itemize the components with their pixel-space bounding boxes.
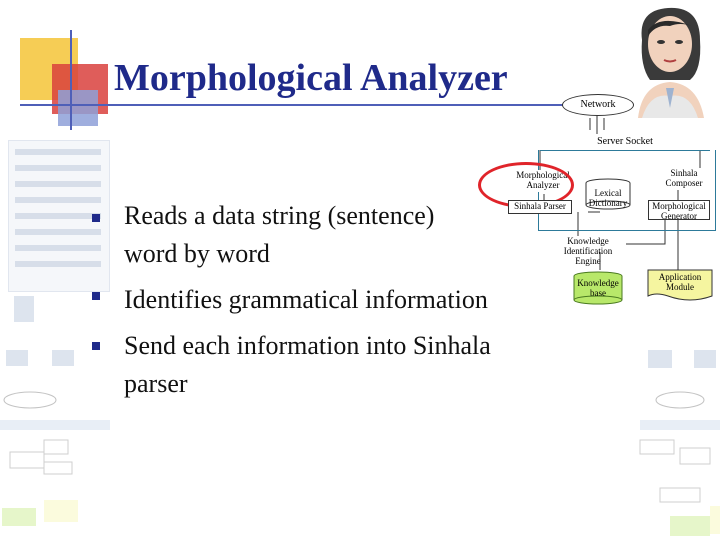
bullet-text: Identifies grammatical information	[124, 285, 488, 314]
application-module-label: Application Module	[658, 272, 702, 292]
background-row	[15, 165, 101, 171]
slide-title: Morphological Analyzer	[114, 57, 508, 99]
knowledge-base-label: Knowledge base	[577, 278, 619, 298]
background-row	[15, 213, 101, 219]
background-row	[15, 245, 101, 251]
bullet-text: Reads a data string (sentence)	[124, 201, 435, 230]
network-cloud: Network	[562, 94, 634, 116]
background-network-diagram-right	[639, 350, 720, 536]
background-row	[15, 229, 101, 235]
bullet-marker	[92, 214, 100, 222]
decor-square-blue	[58, 90, 98, 126]
morphological-generator-box: Morphological Generator	[648, 200, 710, 221]
bullet-text: Send each information into Sinhala	[124, 331, 491, 360]
server-socket-bar: Server Socket	[540, 134, 710, 151]
knowledge-identification-engine-box: Knowledge Identification Engine	[550, 236, 626, 266]
sinhala-composer-box: Sinhala Composer	[662, 168, 706, 188]
decor-horizontal-line	[20, 104, 600, 106]
background-row	[15, 181, 101, 187]
background-row	[15, 149, 101, 155]
decor-vertical-line	[70, 30, 72, 130]
background-row	[15, 261, 101, 267]
bullet-text-continued: parser	[124, 369, 188, 398]
woman-avatar-illustration	[638, 7, 704, 118]
bullet-text-continued: word by word	[124, 239, 270, 268]
background-network-diagram-left	[0, 296, 110, 526]
sinhala-parser-box: Sinhala Parser	[508, 200, 572, 214]
background-row	[15, 197, 101, 203]
bullet-marker	[92, 342, 100, 350]
bullet-marker	[92, 292, 100, 300]
lexical-dictionary-label: Lexical Dictionary	[588, 188, 628, 208]
